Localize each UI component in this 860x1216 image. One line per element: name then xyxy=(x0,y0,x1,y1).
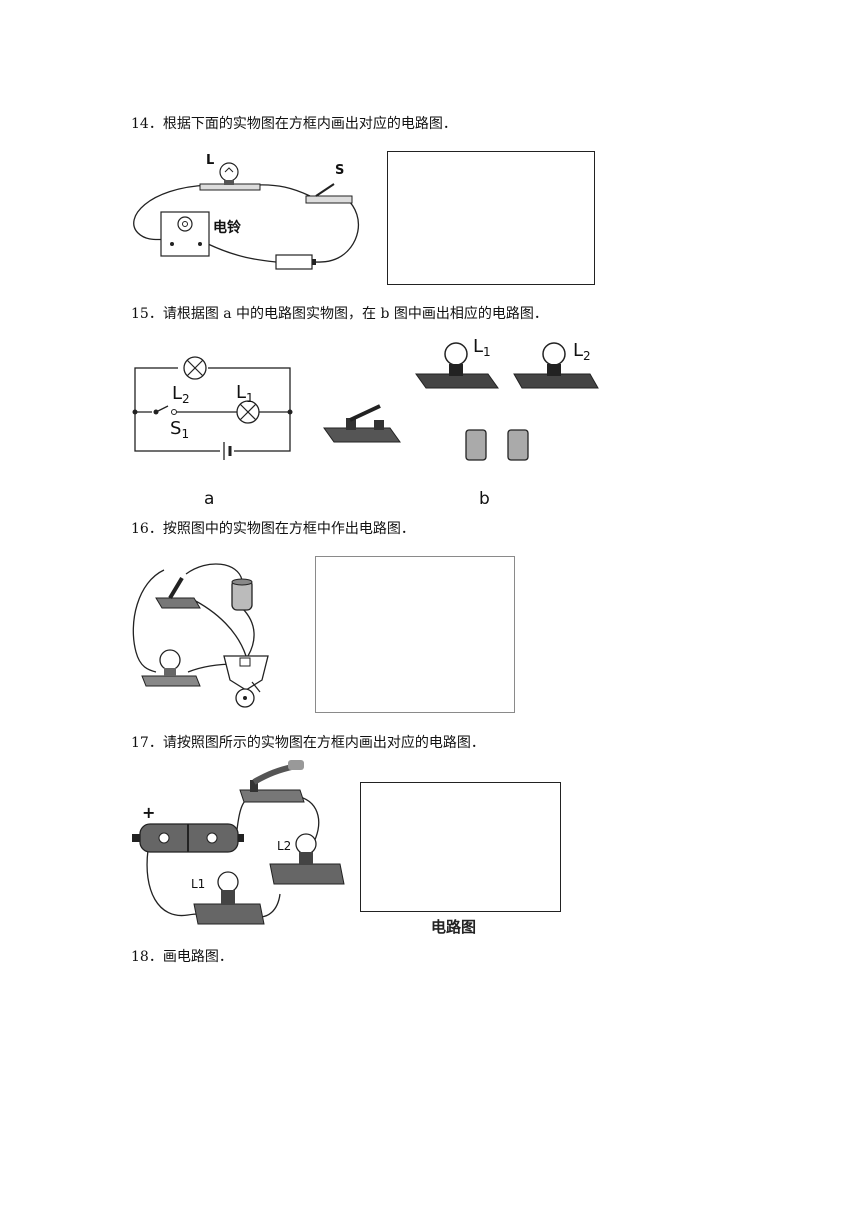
q14-battery-icon xyxy=(275,254,313,270)
question-14-text: 14．根据下面的实物图在方框内画出对应的电路图． xyxy=(131,116,457,132)
q16-switch-icon xyxy=(155,597,201,609)
q15-b-lamp-l2-icon xyxy=(513,373,599,389)
q17-switch-icon xyxy=(239,789,305,803)
q15-caption-a: a xyxy=(204,489,214,509)
q15-b-battery-1-icon xyxy=(465,429,487,461)
q17-lamp-l2-icon xyxy=(269,863,345,885)
q15-b-lamp-l1-icon xyxy=(415,373,499,389)
q16-physical-circuit-figure xyxy=(132,563,269,708)
q17-label-l1: L1 xyxy=(191,877,205,891)
q17-physical-circuit-figure: + L2 L1 xyxy=(132,760,345,925)
q15-b-battery-2-icon xyxy=(507,429,529,461)
q17-box-caption: 电路图 xyxy=(431,918,477,936)
q14-label-bell: 电铃 xyxy=(213,219,241,236)
q17-label-l2: L2 xyxy=(277,839,291,853)
question-18-text: 18．画电路图． xyxy=(131,949,233,965)
q16-answer-box[interactable] xyxy=(315,556,515,713)
q14-label-switch: S xyxy=(335,163,344,178)
q14-label-lamp: L xyxy=(206,153,214,168)
q15-label-s1: S1 xyxy=(170,418,189,441)
q15-b-switch-icon xyxy=(323,427,401,443)
q15-b-label-l1: L1 xyxy=(473,336,491,359)
q14-physical-circuit-figure: L S 电铃 xyxy=(133,153,360,270)
q15-label-l1: L1 xyxy=(236,382,254,405)
q15-circuit-diagram-a: L2 L1 S1 a xyxy=(132,356,293,509)
q15-switch-s1-icon xyxy=(155,405,169,413)
q17-label-plus: + xyxy=(142,803,155,822)
q14-answer-box[interactable] xyxy=(387,151,595,285)
q15-label-l2: L2 xyxy=(172,383,190,406)
question-15-text: 15．请根据图 a 中的电路图实物图，在 b 图中画出相应的电路图． xyxy=(131,306,548,322)
q15-figure: L2 L1 S1 a L1 L2 b xyxy=(132,336,599,509)
q14-switch-icon xyxy=(305,195,353,204)
q16-lamp-icon xyxy=(141,675,201,687)
q14-bell-icon xyxy=(160,211,210,257)
q14-lamp-icon xyxy=(219,162,239,182)
q17-answer-box[interactable] xyxy=(360,782,561,912)
q15-physical-components-b: L1 L2 b xyxy=(323,336,599,509)
question-17-text: 17．请按照图所示的实物图在方框内画出对应的电路图． xyxy=(131,735,485,751)
q15-b-label-l2: L2 xyxy=(573,340,591,363)
question-16-text: 16．按照图中的实物图在方框中作出电路图． xyxy=(131,521,415,537)
q15-caption-b: b xyxy=(479,489,490,509)
q17-lamp-l1-icon xyxy=(193,903,265,925)
